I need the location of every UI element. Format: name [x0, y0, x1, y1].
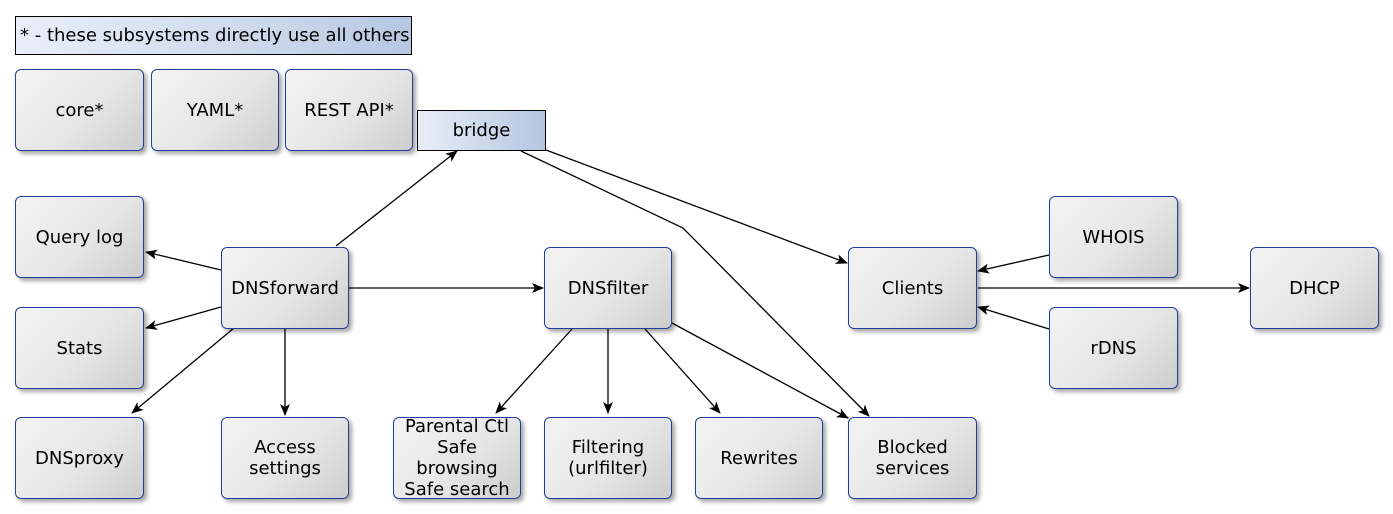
- edge-dnsfilter-blocked-services: [671, 322, 849, 419]
- node-whois: WHOIS: [1049, 196, 1178, 278]
- node-filtering: Filtering (urlfilter): [544, 417, 672, 499]
- edge-bridge-blocked-services: [520, 150, 870, 417]
- edge-bridge-clients: [545, 149, 848, 264]
- edge-dnsforward-query-log: [145, 249, 222, 271]
- node-dnsproxy: DNSproxy: [15, 417, 144, 499]
- node-dhcp: DHCP: [1250, 247, 1379, 329]
- edge-dnsfilter-parental: [495, 328, 573, 414]
- legend-note: * - these subsystems directly use all ot…: [15, 16, 412, 55]
- node-stats: Stats: [15, 307, 144, 389]
- node-rdns: rDNS: [1049, 307, 1178, 389]
- edge-dnsforward-stats: [145, 306, 222, 330]
- node-dnsfilter: DNSfilter: [544, 247, 672, 329]
- node-rewrites: Rewrites: [695, 417, 823, 499]
- node-access-settings: Access settings: [221, 417, 349, 499]
- node-rest-api: REST API*: [285, 69, 413, 151]
- node-bridge: bridge: [417, 110, 546, 151]
- node-yaml: YAML*: [151, 69, 279, 151]
- edge-dnsfilter-rewrites: [644, 328, 721, 414]
- edge-dnsforward-dnsproxy: [131, 317, 246, 414]
- node-blocked-services: Blocked services: [848, 417, 977, 499]
- node-dnsforward: DNSforward: [221, 247, 349, 329]
- node-parental: Parental Ctl Safe browsing Safe search: [393, 416, 521, 500]
- node-query-log: Query log: [15, 196, 144, 278]
- edge-whois-clients: [977, 254, 1050, 274]
- node-clients: Clients: [848, 247, 977, 329]
- edge-rdns-clients: [977, 305, 1050, 330]
- node-core: core*: [15, 69, 144, 151]
- edge-dnsforward-bridge: [335, 150, 458, 247]
